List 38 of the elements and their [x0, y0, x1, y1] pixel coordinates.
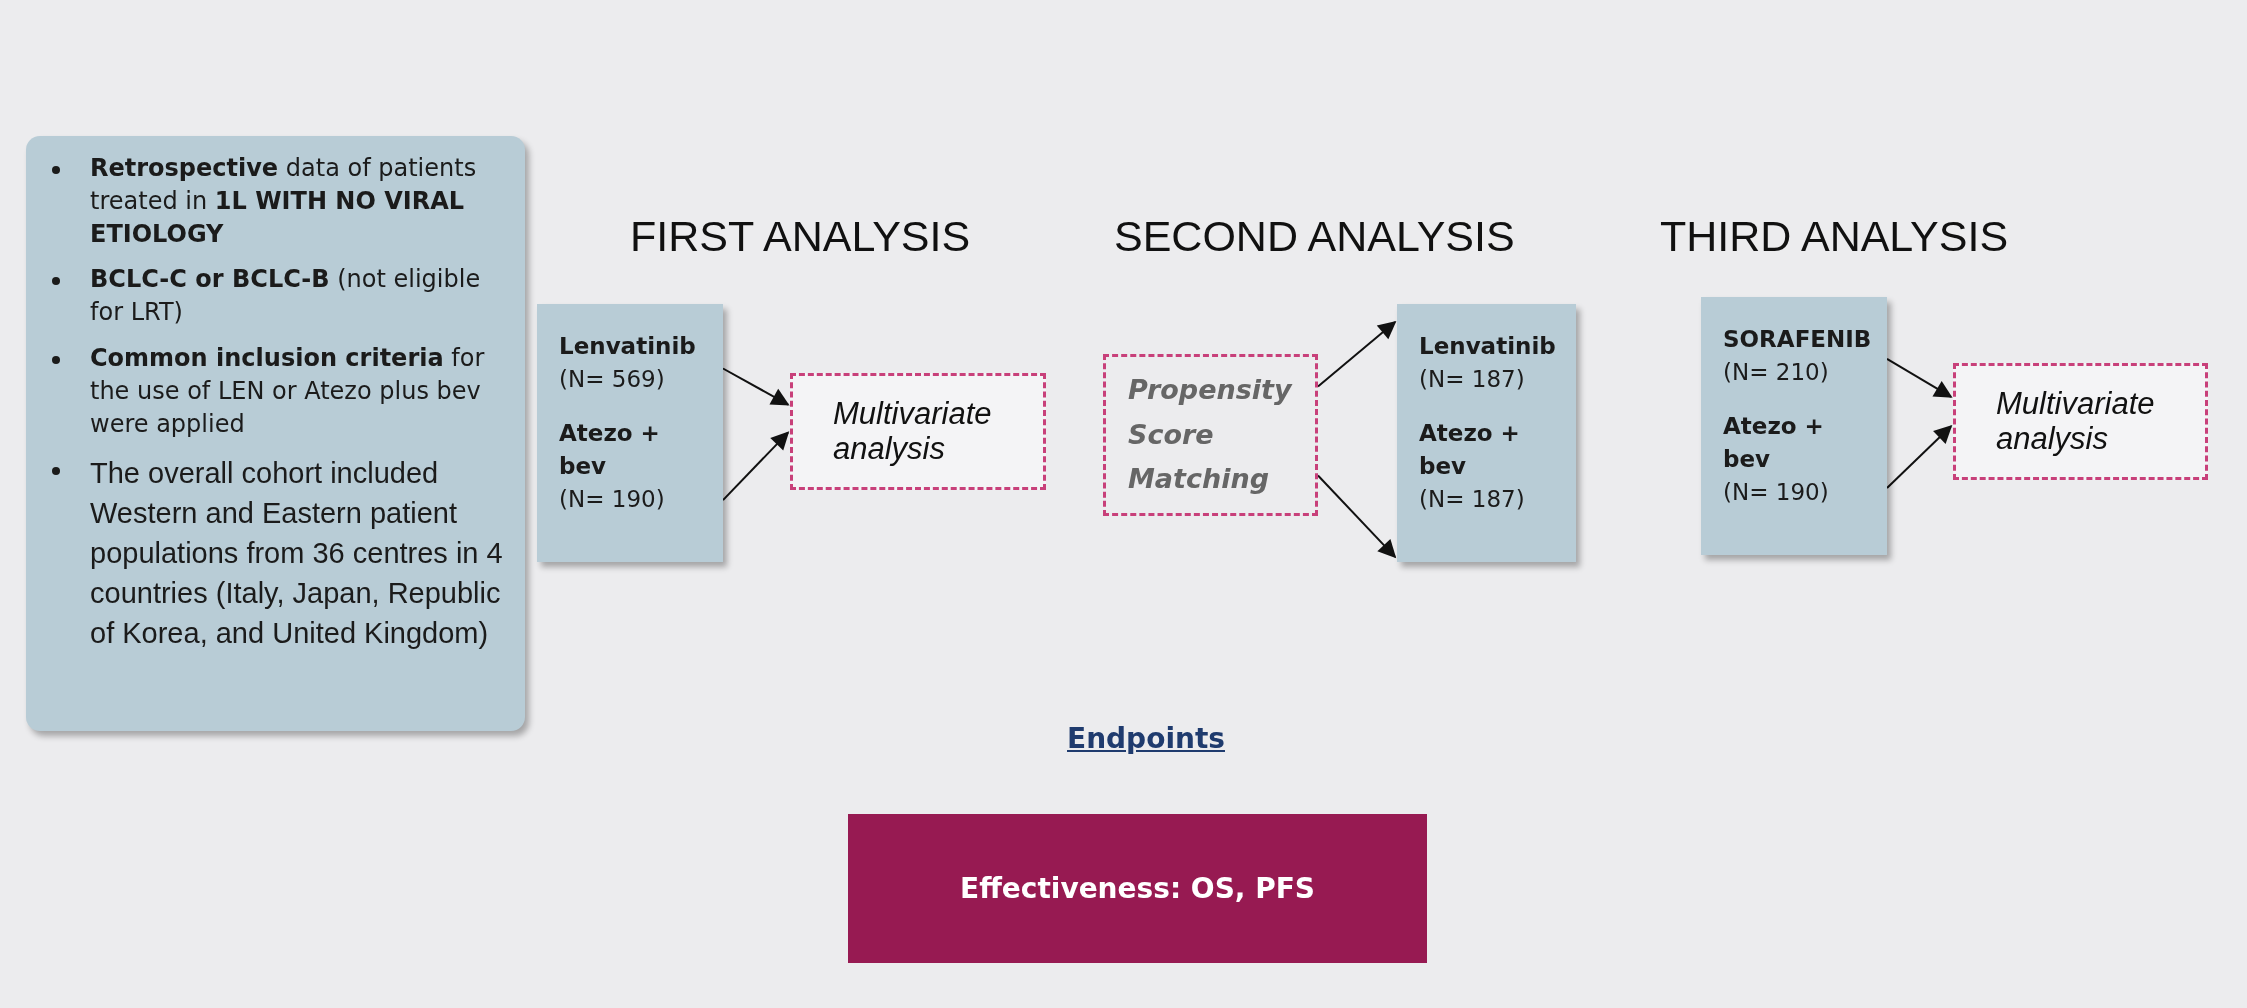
cohort-name: Lenvatinib [1419, 332, 1557, 361]
bullet-item: The overall cohort included Western and Eastern patient populations from 36 centres in 4 countries (Italy, Japan, Republic of Korea, and United Kingdom) [40, 452, 505, 653]
cohort-name: Atezo + bev [559, 418, 661, 482]
criteria-panel [26, 136, 525, 731]
analysis-label: Multivariate analysis [1996, 387, 2156, 456]
endpoint-box [848, 814, 1427, 963]
arrow [722, 367, 790, 406]
bullet-item: BCLC-C or BCLC-B (not eligible for LRT) [40, 263, 505, 330]
analysis-box [1953, 363, 2208, 480]
arrow [1317, 320, 1397, 388]
bullet-item: Common inclusion criteria for the use of LEN or Atezo plus bev were applied [40, 341, 505, 441]
arrow [722, 431, 790, 502]
analysis-title: THIRD ANALYSIS [1660, 212, 2009, 261]
endpoint-label: Effectiveness: OS, PFS [960, 872, 1315, 905]
arrow [1317, 474, 1397, 559]
sample-size: (N= 187) [1419, 365, 1526, 395]
section-heading: Endpoints [1067, 722, 1225, 755]
analysis-box [790, 373, 1046, 490]
sample-size: (N= 190) [1723, 478, 1830, 508]
analysis-title: SECOND ANALYSIS [1114, 212, 1515, 261]
cohort-name: Atezo + bev [1419, 418, 1521, 482]
analysis-title: FIRST ANALYSIS [630, 212, 971, 261]
cohort-name: SORAFENIB [1723, 325, 1873, 354]
bullet-item: Retrospective data of patients treated in 1L WITH NO VIRAL ETIOLOGY [40, 152, 505, 252]
sample-size: (N= 210) [1723, 358, 1830, 388]
analysis-label: Multivariate analysis [833, 397, 993, 466]
method-label: Propensity Score Matching [1128, 373, 1294, 497]
sample-size: (N= 190) [559, 485, 666, 515]
matching-box [1103, 354, 1318, 516]
cohort-box [1701, 297, 1887, 555]
cohort-box [537, 304, 723, 562]
sample-size: (N= 569) [559, 365, 666, 395]
arrow [1886, 424, 1953, 489]
cohort-box [1397, 304, 1576, 562]
cohort-name: Lenvatinib [559, 332, 697, 361]
cohort-name: Atezo + bev [1723, 411, 1825, 475]
arrow [1886, 357, 1953, 398]
sample-size: (N= 187) [1419, 485, 1526, 515]
